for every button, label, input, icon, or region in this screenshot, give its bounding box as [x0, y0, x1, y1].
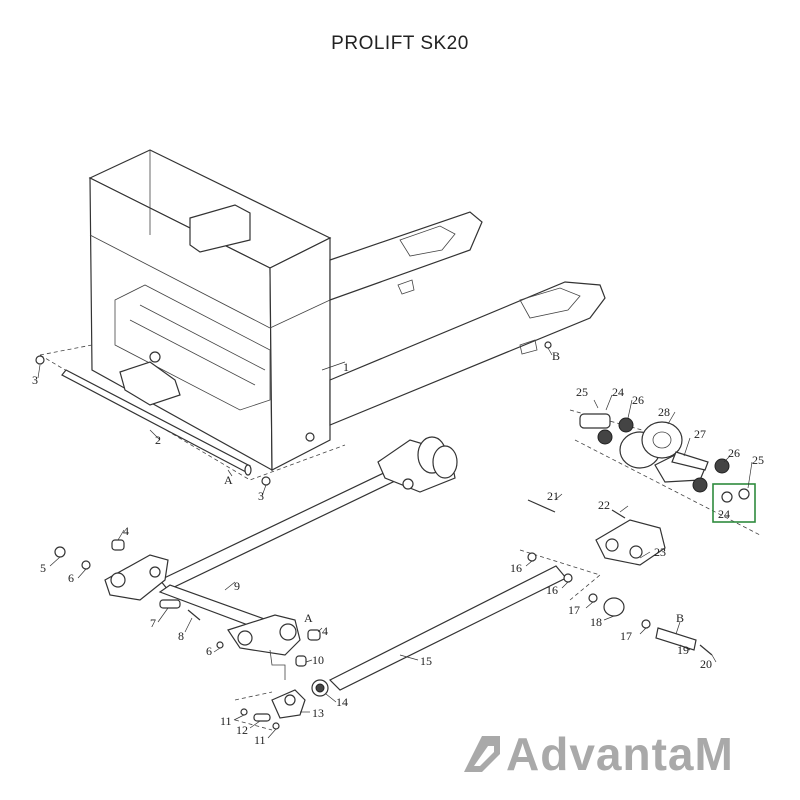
callout-A1: A — [224, 473, 233, 487]
callout-A2: A — [304, 611, 313, 625]
frame-box — [88, 149, 332, 472]
washer-6b — [216, 641, 224, 649]
callout-10: 10 — [312, 653, 324, 667]
rod-15 — [328, 565, 567, 691]
bracket-right — [227, 614, 301, 680]
page-title: PROLIFT SK20 — [331, 33, 469, 54]
washer-16a — [527, 552, 537, 562]
logo-text: AdvantaM — [506, 728, 734, 780]
pin-19 — [655, 627, 697, 651]
roller-28 — [619, 421, 683, 469]
push-rod — [159, 469, 398, 591]
pin-21 — [527, 499, 556, 513]
callout-16a: 16 — [510, 561, 522, 575]
callout-24b: 24 — [718, 507, 730, 521]
callout-labels: 1 2 3 3 A B 4 5 6 7 8 9 6 A 4 10 11 12 1… — [32, 349, 764, 747]
logo-mark-icon — [464, 736, 500, 772]
callout-27: 27 — [694, 427, 706, 441]
washer-17a — [588, 593, 598, 603]
pin-12 — [253, 713, 271, 722]
pin-22 — [611, 509, 626, 519]
callout-21: 21 — [547, 489, 559, 503]
callout-11a: 11 — [220, 714, 232, 728]
callout-2: 2 — [155, 433, 161, 447]
bushing-18 — [603, 597, 625, 617]
callout-26b: 26 — [728, 446, 740, 460]
callout-23: 23 — [654, 545, 666, 559]
callout-26a: 26 — [632, 393, 644, 407]
bushing-10 — [295, 655, 307, 667]
pin-11a — [240, 708, 248, 716]
washer-6a — [81, 560, 91, 570]
callout-20: 20 — [700, 657, 712, 671]
callout-12: 12 — [236, 723, 248, 737]
callout-3a: 3 — [32, 373, 38, 387]
fork-left — [329, 211, 483, 301]
bearing-26a — [597, 429, 613, 445]
callout-15: 15 — [420, 654, 432, 668]
nut-5 — [54, 546, 66, 558]
callout-4a: 4 — [123, 524, 129, 538]
callout-7: 7 — [150, 616, 156, 630]
callout-5: 5 — [40, 561, 46, 575]
axle-27 — [654, 454, 706, 483]
callout-25b: 25 — [752, 453, 764, 467]
callout-17a: 17 — [568, 603, 580, 617]
spring-25 — [579, 413, 611, 429]
callout-8: 8 — [178, 629, 184, 643]
advantam-logo: AdvantaM — [460, 726, 790, 782]
callout-B1: B — [552, 349, 560, 363]
washer-16b — [563, 573, 573, 583]
callout-25a: 25 — [576, 385, 588, 399]
bearing-26b — [692, 477, 708, 493]
fork-right — [329, 281, 606, 426]
highlight-box — [712, 483, 756, 523]
callout-3b: 3 — [258, 489, 264, 503]
callout-1: 1 — [343, 360, 349, 374]
callout-9: 9 — [234, 579, 240, 593]
callout-18: 18 — [590, 615, 602, 629]
callout-17b: 17 — [620, 629, 632, 643]
callout-16b: 16 — [546, 583, 558, 597]
callout-13: 13 — [312, 706, 324, 720]
rear-roller-bracket — [377, 436, 458, 493]
pin-7 — [159, 599, 181, 609]
callout-22: 22 — [598, 498, 610, 512]
pin-11b — [272, 722, 280, 730]
callout-24a: 24 — [612, 385, 624, 399]
callout-6a: 6 — [68, 571, 74, 585]
callout-6b: 6 — [206, 644, 212, 658]
callout-4b: 4 — [322, 624, 328, 638]
callout-19: 19 — [677, 643, 689, 657]
washer-17b — [641, 619, 651, 629]
pin-8 — [187, 609, 201, 621]
callout-28: 28 — [658, 405, 670, 419]
pin-20 — [699, 644, 713, 656]
leaders — [37, 347, 753, 739]
bushing-4a — [111, 539, 125, 551]
washer-3a — [35, 355, 45, 365]
bushing-4b — [307, 629, 321, 641]
callout-11b: 11 — [254, 733, 266, 747]
bracket-left — [104, 554, 169, 601]
washer-3b — [261, 476, 271, 486]
link-13 — [271, 689, 306, 719]
callout-B2: B — [676, 611, 684, 625]
callout-14: 14 — [336, 695, 348, 709]
